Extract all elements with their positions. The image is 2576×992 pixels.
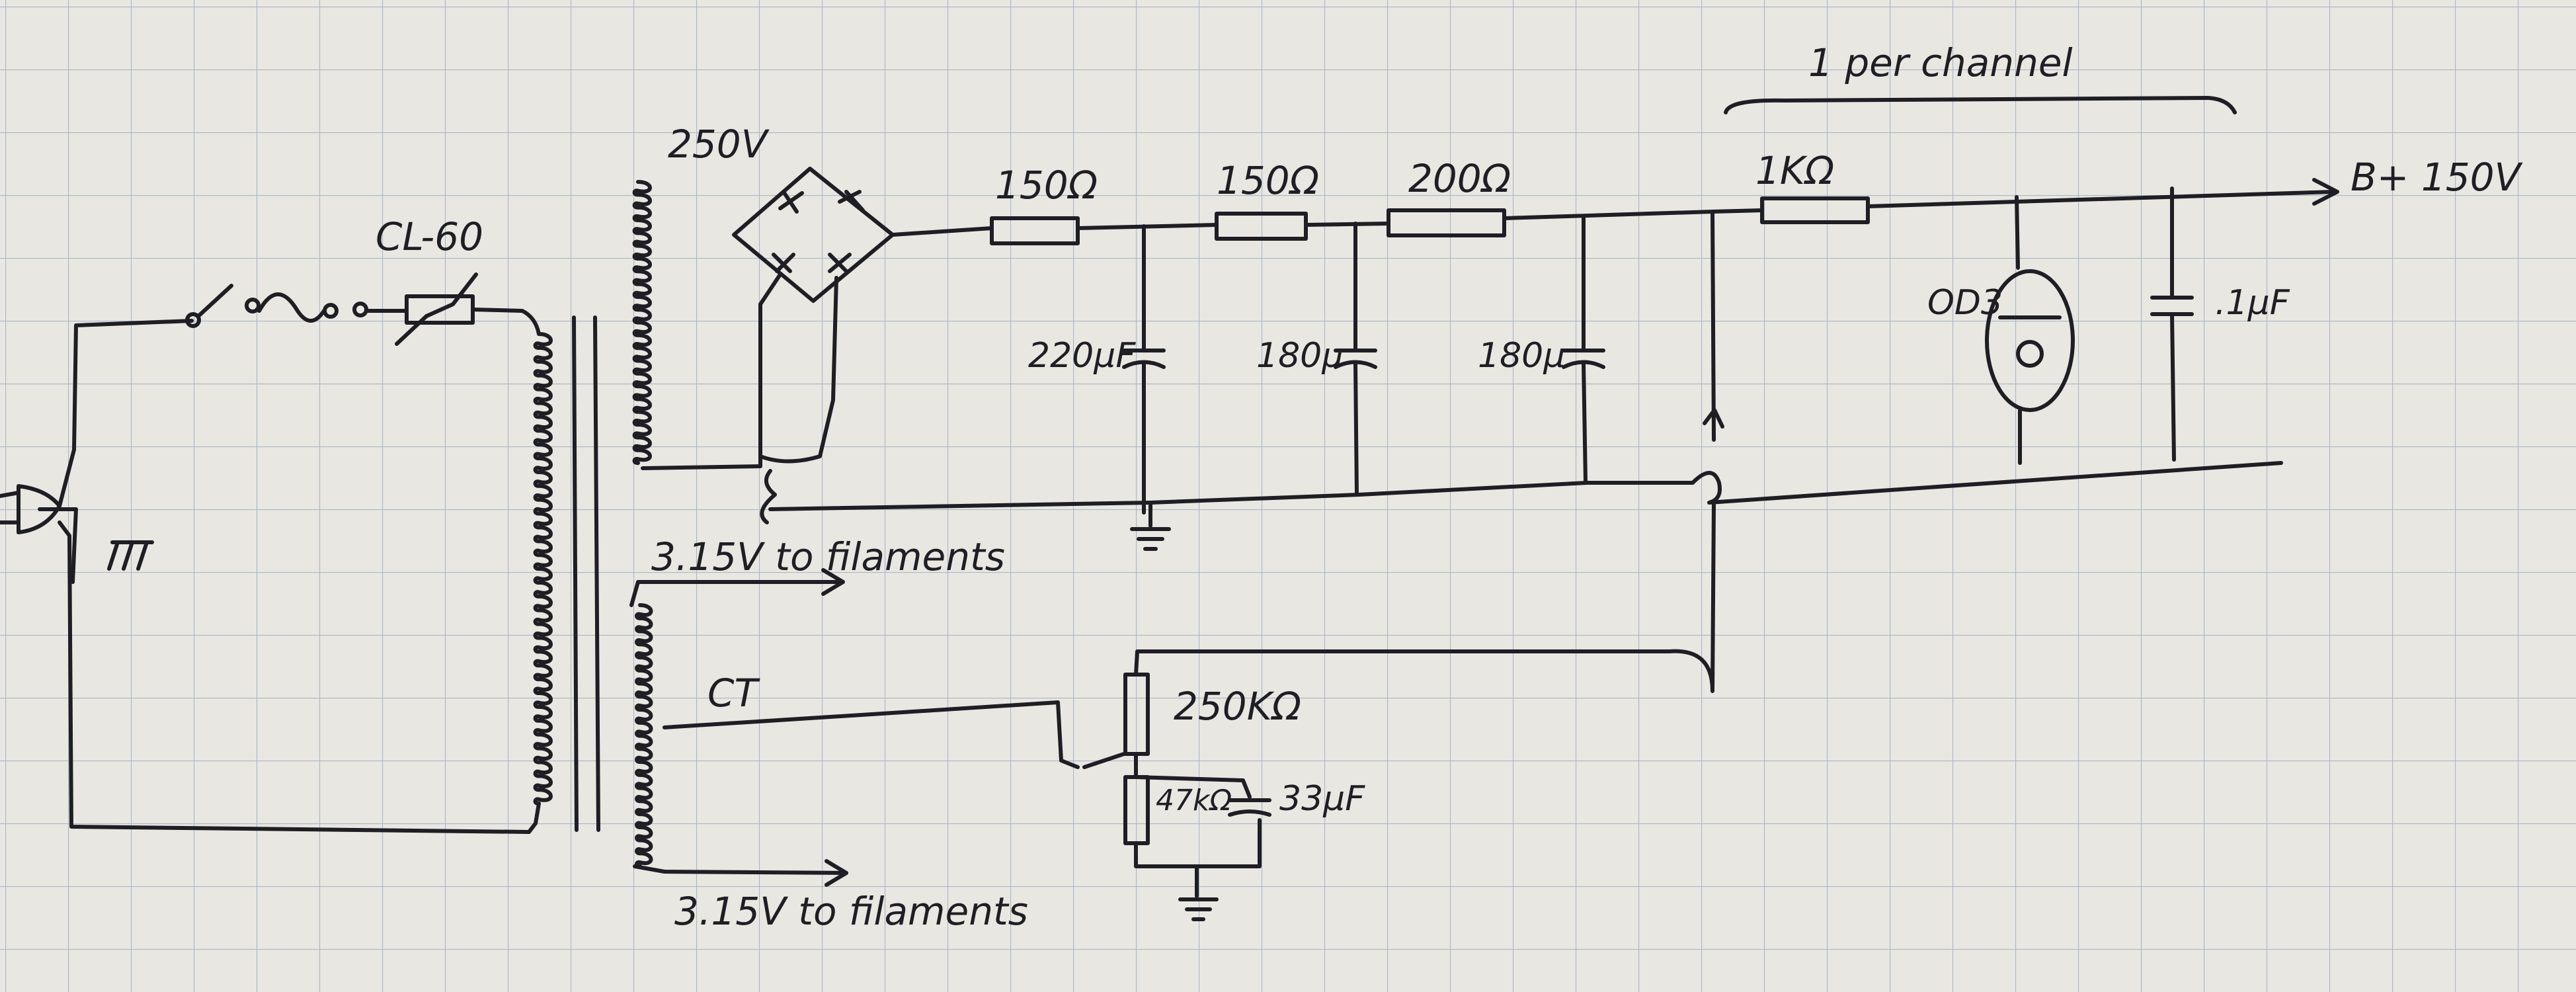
ground-symbol-bias <box>1178 897 1219 921</box>
filament-bottom-label: 3.15V to filaments <box>674 889 1028 934</box>
c-bypass-label: .1μF <box>2215 283 2290 323</box>
hv-secondary-winding: 250V <box>632 122 770 466</box>
filament-top-label: 3.15V to filaments <box>651 534 1005 579</box>
ground-symbol-main <box>1130 501 1171 551</box>
r3-label: 200Ω <box>1408 156 1511 201</box>
c2-label: 180μ <box>1256 336 1344 376</box>
r1-label: 150Ω <box>995 163 1098 208</box>
ntc-label: CL-60 <box>376 214 483 259</box>
per-channel-label: 1 per channel <box>1808 40 2073 85</box>
filament-winding: 3.15V to filaments 3.15V to filaments CT <box>629 534 1080 934</box>
bias-network: 250KΩ 47kΩ 33μF <box>1082 673 1365 921</box>
ntc-thermistor-cl60: CL-60 <box>364 214 541 346</box>
mains-wiring <box>58 319 531 834</box>
center-tap-label: CT <box>707 671 760 716</box>
c-bias-label: 33μF <box>1279 779 1365 819</box>
pot-label: 250KΩ <box>1174 684 1301 729</box>
c1-label: 220μF <box>1028 336 1136 376</box>
c3-label: 180μ <box>1478 336 1565 376</box>
primary-winding <box>527 332 553 834</box>
output-label: B+ 150V <box>2351 155 2524 200</box>
r-bias-label: 47kΩ <box>1156 784 1232 817</box>
transformer-core <box>572 315 600 832</box>
regulator-label: OD3 <box>1927 283 2003 323</box>
power-switch <box>185 284 261 328</box>
chassis-ground-icon <box>107 540 154 571</box>
hv-secondary-label: 250V <box>668 122 770 167</box>
r4-label: 1KΩ <box>1755 148 1834 193</box>
bridge-rectifier <box>641 167 994 524</box>
filter-chain: 150Ω 150Ω 200Ω 1KΩ B+ 150V 220μF 180μ 18… <box>768 40 2524 693</box>
r2-label: 150Ω <box>1217 158 1319 203</box>
